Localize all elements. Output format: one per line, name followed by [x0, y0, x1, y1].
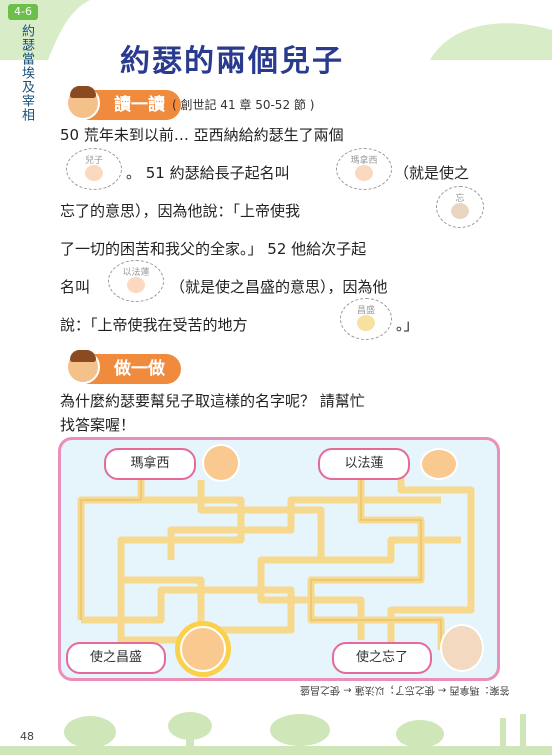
- bubble-label: 忘: [455, 194, 465, 204]
- blank-bubble-sons: 兒子: [66, 148, 122, 190]
- maze-paths: [77, 470, 475, 650]
- maze-end-prosper: 使之昌盛: [66, 642, 166, 674]
- scripture-reference: ( 創世記 41 章 50-52 節 ): [172, 98, 315, 112]
- bubble-label: 兒子: [84, 156, 103, 166]
- old-man-icon: [451, 203, 469, 219]
- blank-bubble-manasseh: 瑪拿西: [336, 148, 392, 190]
- maze-start-ephraim: 以法蓮: [318, 448, 410, 480]
- page-number: 48: [20, 730, 34, 743]
- bubble-label: 瑪拿西: [350, 156, 378, 166]
- page-title: 約瑟的兩個兒子: [120, 44, 344, 79]
- question-line-2: 找答案喔！: [60, 416, 136, 434]
- baby-icon: [355, 165, 373, 181]
- lesson-number: 4-6: [8, 4, 38, 20]
- text-line-7: （就是使之昌盛的意思），因為他: [170, 278, 388, 296]
- do-section-label: 做一做: [114, 359, 165, 379]
- text-line-6: 名叫: [60, 278, 91, 296]
- text-line-9: 。」: [396, 316, 419, 334]
- side-lesson-title: 約瑟當埃及宰相: [19, 24, 34, 122]
- question-line-1: 為什麼約瑟要幫兒子取這樣的名字呢？ 請幫忙: [60, 392, 365, 410]
- baby-icon: [85, 165, 103, 181]
- maze-start-manasseh: 瑪拿西: [104, 448, 196, 480]
- text-line-8: 說：「上帝使我在受苦的地方: [60, 316, 248, 334]
- sun-face-icon: [180, 626, 226, 672]
- old-man-icon: [440, 624, 484, 672]
- baby-manasseh-icon: [202, 444, 240, 482]
- baby-icon: [127, 277, 145, 293]
- blank-bubble-prosper: 昌盛: [340, 298, 392, 340]
- text-line-5: 了一切的困苦和我父的全家。」 52 他給次子起: [60, 240, 367, 258]
- bubble-label: 昌盛: [356, 306, 375, 316]
- blank-bubble-ephraim: 以法蓮: [108, 260, 164, 302]
- text-line-3: （就是使之: [394, 164, 470, 182]
- thinking-kid-icon: [66, 350, 100, 384]
- blank-bubble-forget: 忘: [436, 186, 484, 228]
- upside-down-answer: 答案：瑪拿西 ← 使之忘了；以法蓮 ← 使之昌盛: [300, 684, 510, 695]
- baby-ephraim-icon: [420, 448, 458, 480]
- footer-silhouette: [0, 712, 552, 755]
- text-line-1: 50 荒年未到以前… 亞西納給約瑟生了兩個: [60, 126, 344, 144]
- text-line-4: 忘了的意思），因為他說：「上帝使我: [60, 202, 301, 220]
- reading-kid-icon: [66, 86, 100, 120]
- text-line-2: 。 51 約瑟給長子起名叫: [126, 164, 290, 182]
- sun-face-icon: [357, 315, 375, 331]
- maze-end-forget: 使之忘了: [332, 642, 432, 674]
- read-section-label: 讀一讀: [114, 95, 165, 115]
- bubble-label: 以法蓮: [122, 268, 150, 278]
